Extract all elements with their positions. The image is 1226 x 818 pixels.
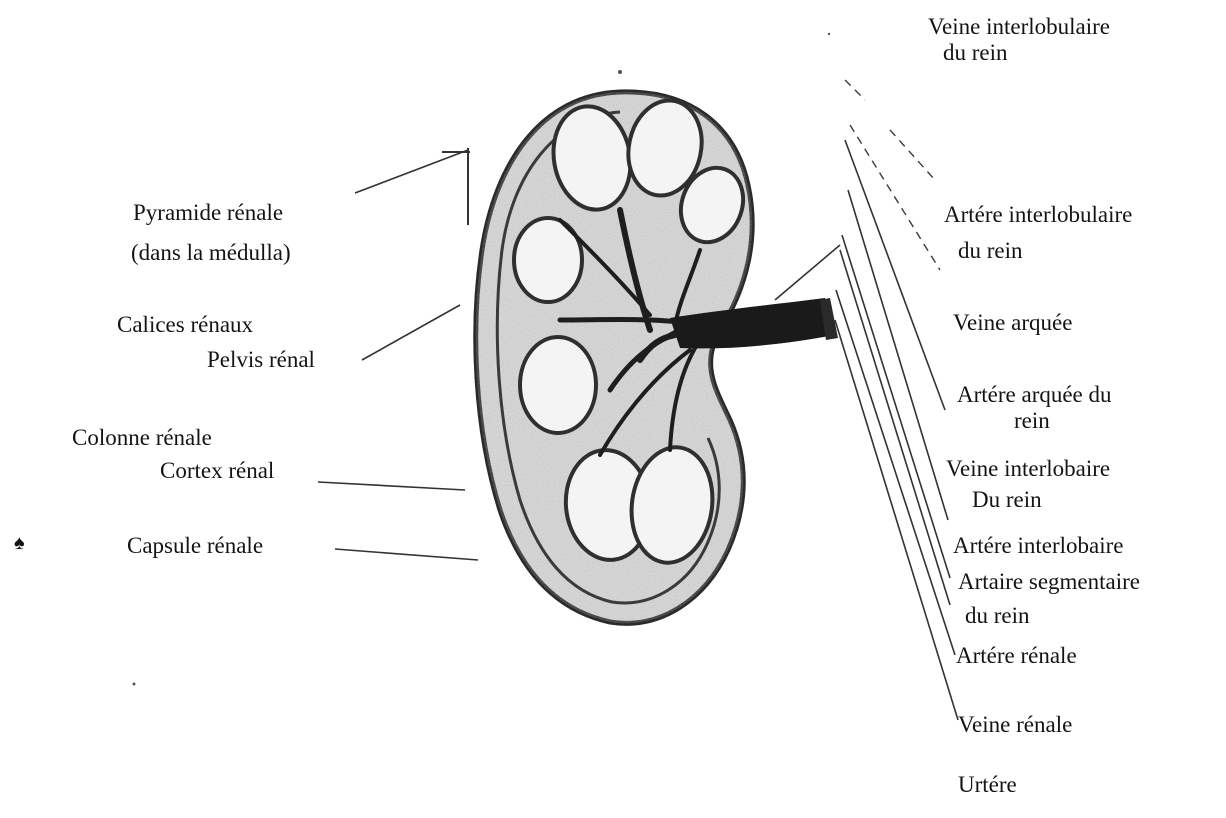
label-line: Artaire segmentaire	[958, 569, 1140, 595]
label-line: (dans la médulla)	[131, 240, 291, 265]
label-line: Du rein	[946, 487, 1110, 513]
label-veine-interlobaire: Veine interlobaire Du rein	[946, 456, 1110, 513]
label-artere-arquee: Artére arquée du rein	[957, 382, 1112, 434]
label-line: Veine interlobaire	[946, 456, 1110, 482]
pyramid-bracket	[442, 148, 470, 225]
label-line: du rein	[944, 238, 1132, 264]
label-line: Pyramide rénale	[133, 200, 283, 226]
label-line: rein	[957, 408, 1112, 434]
label-pyramide-renale-sub: (dans la médulla)	[131, 240, 291, 266]
leader-lines-dashed	[845, 80, 940, 270]
label-calices-renaux: Calices rénaux	[117, 312, 253, 338]
label-artere-interlobulaire: Artére interlobulaire du rein	[944, 202, 1132, 264]
label-pyramide-renale: Pyramide rénale	[133, 200, 283, 226]
label-artaire-segmentaire: Artaire segmentaire du rein	[958, 569, 1140, 629]
label-line: Artére interlobulaire	[944, 202, 1132, 228]
label-artere-renale: Artére rénale	[956, 643, 1077, 669]
label-line: du rein	[958, 603, 1140, 629]
label-capsule-renale: Capsule rénale	[127, 533, 263, 559]
label-artere-interlobaire: Artére interlobaire	[953, 533, 1124, 559]
label-line: Veine interlobulaire	[928, 14, 1110, 40]
scan-mark: ♠	[14, 530, 25, 556]
label-veine-arquee: Veine arquée	[953, 310, 1072, 336]
label-pelvis-renal: Pelvis rénal	[207, 347, 315, 373]
label-line: Artére arquée du	[957, 382, 1112, 408]
label-line: du rein	[928, 40, 1110, 66]
label-veine-renale: Veine rénale	[958, 712, 1072, 738]
label-cortex-renal: Cortex rénal	[160, 458, 274, 484]
label-colonne-renale: Colonne rénale	[72, 425, 212, 451]
label-veine-interlobulaire: Veine interlobulaire du rein	[928, 14, 1110, 66]
label-uretere: Urtére	[958, 772, 1017, 798]
